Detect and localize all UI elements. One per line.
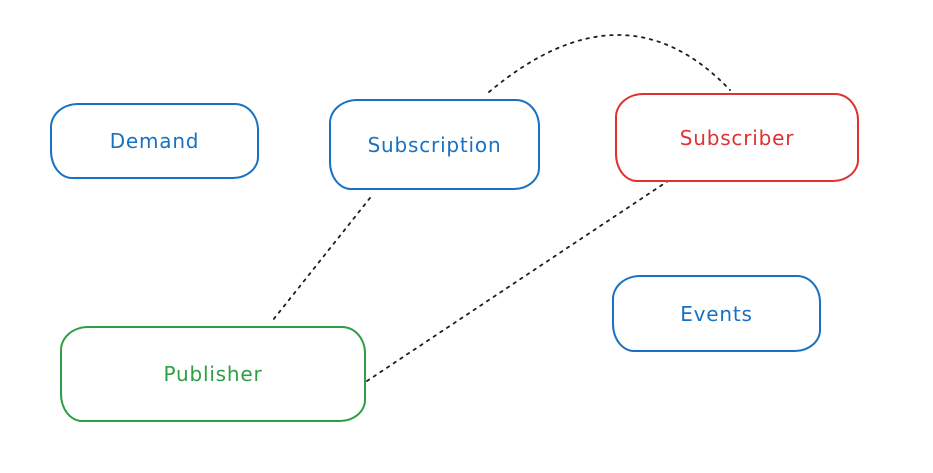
node-subscriber-label: Subscriber bbox=[679, 125, 795, 150]
node-publisher-label: Publisher bbox=[163, 362, 263, 386]
node-subscription[interactable]: Subscription bbox=[329, 99, 540, 190]
connector-publisher-subscriber[interactable] bbox=[366, 178, 672, 382]
node-events[interactable]: Events bbox=[612, 275, 821, 352]
connector-subscription-subscriber[interactable] bbox=[488, 34, 731, 93]
node-subscriber[interactable]: Subscriber bbox=[615, 93, 859, 182]
node-demand[interactable]: Demand bbox=[50, 103, 259, 179]
node-events-label: Events bbox=[680, 301, 753, 326]
connector-subscription-publisher[interactable] bbox=[272, 197, 371, 321]
node-subscription-label: Subscription bbox=[367, 132, 502, 157]
node-publisher[interactable]: Publisher bbox=[60, 326, 366, 422]
node-demand-label: Demand bbox=[109, 129, 200, 153]
